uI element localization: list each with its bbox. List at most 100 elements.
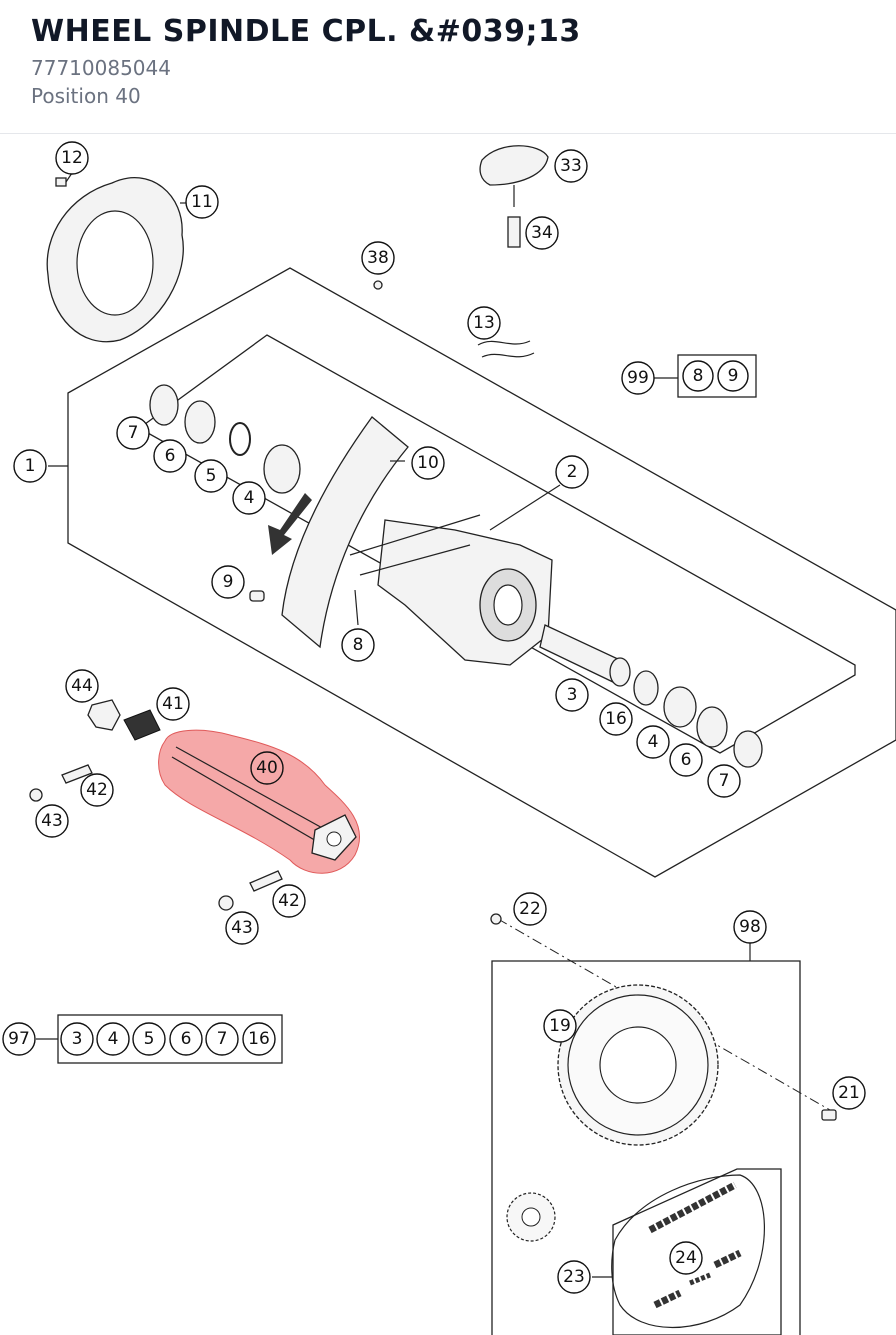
svg-text:7: 7 (128, 423, 139, 443)
kit-97-item-0: 3 (60, 1022, 94, 1056)
svg-text:44: 44 (71, 676, 93, 696)
svg-text:4: 4 (108, 1029, 119, 1049)
callout-24: 24 (669, 1241, 703, 1275)
callout-5: 5 (194, 459, 228, 493)
front-sprocket (506, 1192, 556, 1242)
kit-97-item-2: 5 (132, 1022, 166, 1056)
svg-text:6: 6 (165, 446, 176, 466)
callout-13: 13 (467, 306, 501, 340)
svg-text:5: 5 (206, 466, 217, 486)
kit-97 (36, 1014, 283, 1064)
svg-text:4: 4 (244, 488, 255, 508)
svg-text:43: 43 (231, 918, 253, 938)
bolt-axis (497, 918, 831, 1111)
kit-97-item-1: 4 (96, 1022, 130, 1056)
callout-10: 10 (411, 446, 445, 480)
hub (349, 484, 561, 666)
svg-text:16: 16 (248, 1029, 270, 1049)
svg-text:7: 7 (719, 771, 730, 791)
rear-sprocket (557, 984, 719, 1146)
svg-text:4: 4 (648, 732, 659, 752)
kit-97-item-3: 6 (169, 1022, 203, 1056)
rim (281, 416, 409, 649)
svg-text:99: 99 (627, 368, 649, 388)
brake-disc (46, 177, 188, 343)
svg-text:22: 22 (519, 899, 541, 919)
svg-text:3: 3 (72, 1029, 83, 1049)
callout-16: 16 (599, 702, 633, 736)
kit-97-item-4: 7 (205, 1022, 239, 1056)
svg-text:11: 11 (191, 192, 213, 212)
callout-34: 34 (525, 216, 559, 250)
svg-text:19: 19 (549, 1016, 571, 1036)
kit-97-label: 97 (2, 1022, 36, 1056)
callouts: 1 2 3 4 4 5 6 6 7 7 8 9 10 11 12 13 16 1… (2, 141, 866, 1294)
svg-text:13: 13 (473, 313, 495, 333)
seat-part (479, 145, 549, 248)
svg-text:7: 7 (217, 1029, 228, 1049)
svg-text:41: 41 (162, 694, 184, 714)
svg-text:8: 8 (693, 366, 704, 386)
callout-4b: 4 (636, 725, 670, 759)
callout-19: 19 (543, 1009, 577, 1043)
callout-6a: 6 (153, 439, 187, 473)
pins-and-nuts (29, 764, 283, 911)
callout-9: 9 (211, 565, 245, 599)
svg-text:5: 5 (144, 1029, 155, 1049)
svg-text:98: 98 (739, 917, 761, 937)
svg-text:2: 2 (567, 462, 578, 482)
part-number: 77710085044 (31, 56, 171, 80)
header: WHEEL SPINDLE CPL. &#039;13 77710085044 … (0, 0, 896, 134)
svg-text:9: 9 (728, 366, 739, 386)
svg-text:3: 3 (567, 685, 578, 705)
callout-12: 12 (55, 141, 89, 175)
callout-40: 40 (250, 751, 284, 785)
callout-7a: 7 (116, 416, 150, 450)
svg-text:6: 6 (181, 1029, 192, 1049)
svg-text:16: 16 (605, 709, 627, 729)
left-bearings (149, 384, 301, 494)
callout-3: 3 (555, 678, 589, 712)
svg-text:42: 42 (86, 780, 108, 800)
callout-44: 44 (65, 669, 99, 703)
callout-43a: 43 (35, 804, 69, 838)
callout-1: 1 (13, 449, 47, 483)
svg-text:6: 6 (681, 750, 692, 770)
callout-42a: 42 (80, 773, 114, 807)
svg-text:42: 42 (278, 891, 300, 911)
disc-bolt (55, 172, 73, 187)
callout-42b: 42 (272, 884, 306, 918)
rim-tape (477, 340, 535, 358)
svg-text:10: 10 (417, 453, 439, 473)
callout-22: 22 (513, 892, 547, 926)
svg-text:33: 33 (560, 156, 582, 176)
sprocket-frame (491, 943, 801, 1335)
svg-text:40: 40 (256, 758, 278, 778)
svg-text:8: 8 (353, 635, 364, 655)
svg-text:43: 43 (41, 811, 63, 831)
callout-98: 98 (733, 910, 767, 944)
svg-text:24: 24 (675, 1248, 697, 1268)
kit-99-item-0: 8 (682, 360, 714, 392)
exploded-diagram: 1 2 3 4 4 5 6 6 7 7 8 9 10 11 12 13 16 1… (0, 135, 896, 1335)
wheel-spindle-highlight[interactable] (158, 729, 361, 874)
svg-text:97: 97 (8, 1029, 30, 1049)
right-bearings (539, 624, 763, 768)
rotation-arrow-icon (268, 493, 312, 555)
callout-21: 21 (832, 1076, 866, 1110)
callout-43b: 43 (225, 911, 259, 945)
svg-text:12: 12 (61, 148, 83, 168)
callout-6b: 6 (669, 743, 703, 777)
callout-7b: 7 (707, 764, 741, 798)
axle-nuts (87, 699, 161, 741)
svg-text:34: 34 (531, 223, 553, 243)
page-title: WHEEL SPINDLE CPL. &#039;13 (31, 14, 581, 49)
kit-99 (654, 354, 757, 398)
callout-11: 11 (185, 185, 219, 219)
kit-99-label: 99 (621, 361, 655, 395)
callout-41: 41 (156, 687, 190, 721)
position-label: Position 40 (31, 84, 141, 108)
callout-4a: 4 (232, 481, 266, 515)
svg-text:1: 1 (25, 456, 36, 476)
svg-text:9: 9 (223, 572, 234, 592)
